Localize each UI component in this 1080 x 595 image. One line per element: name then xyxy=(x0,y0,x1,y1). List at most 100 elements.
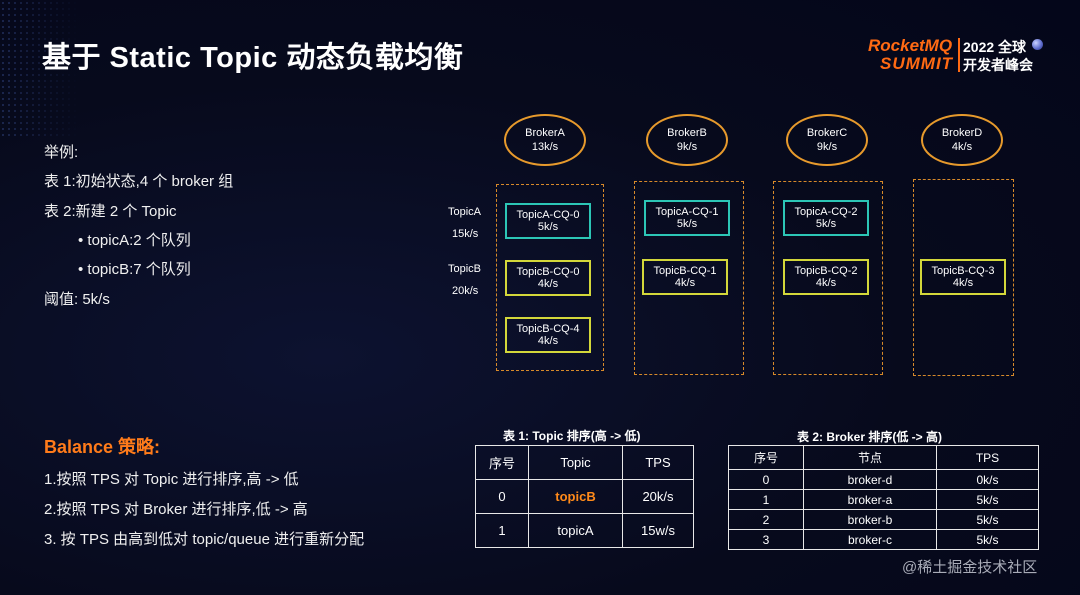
logo-separator xyxy=(958,38,960,72)
table-row: 2 broker-b 5k/s xyxy=(728,509,1039,530)
topic-label-name: TopicB xyxy=(448,263,482,275)
table-cell: 0k/s xyxy=(936,469,1039,490)
watermark-text: @稀土掘金技术社区 xyxy=(902,559,1038,576)
broker-node: BrokerD 4k/s xyxy=(921,114,1003,166)
table-cell: 5k/s xyxy=(936,529,1039,550)
broker-name: BrokerD xyxy=(941,127,983,139)
table-header-row: 序号 节点 TPS xyxy=(728,445,1039,470)
queue-name: TopicA-CQ-0 xyxy=(516,209,580,221)
example-bullet: • topicA:2 个队列 xyxy=(78,232,191,249)
topic-label-name: TopicA xyxy=(448,206,482,218)
table-cell: 5k/s xyxy=(936,489,1039,510)
table-cell: 1 xyxy=(728,489,804,510)
example-line: 表 1:初始状态,4 个 broker 组 xyxy=(44,173,234,190)
table-header-cell: 序号 xyxy=(475,445,529,480)
broker-tps: 4k/s xyxy=(951,141,973,153)
queue-tps: 5k/s xyxy=(537,221,559,233)
table-row: 1 topicA 15w/s xyxy=(475,513,694,548)
queue-tps: 4k/s xyxy=(952,277,974,289)
queue-name: TopicB-CQ-4 xyxy=(516,323,580,335)
queue-topicB: TopicB-CQ-3 4k/s xyxy=(920,259,1006,295)
example-line: 表 2:新建 2 个 Topic xyxy=(44,203,177,220)
queue-topicB: TopicB-CQ-4 4k/s xyxy=(505,317,591,353)
example-heading: 举例: xyxy=(44,144,79,161)
broker-node: BrokerB 9k/s xyxy=(646,114,728,166)
table-header-cell: 节点 xyxy=(803,445,937,470)
broker-name: BrokerB xyxy=(667,127,707,139)
queue-topicB: TopicB-CQ-0 4k/s xyxy=(505,260,591,296)
broker-tps: 9k/s xyxy=(816,141,838,153)
balance-step: 1.按照 TPS 对 Topic 进行排序,高 -> 低 xyxy=(44,471,299,488)
page-title: 基于 Static Topic 动态负载均衡 xyxy=(42,42,464,74)
queue-name: TopicB-CQ-1 xyxy=(653,265,717,277)
table-cell: 20k/s xyxy=(622,479,694,514)
table-row: 0 broker-d 0k/s xyxy=(728,469,1039,490)
queue-name: TopicB-CQ-2 xyxy=(794,265,858,277)
balance-step: 3. 按 TPS 由高到低对 topic/queue 进行重新分配 xyxy=(44,531,365,548)
table-header-cell: 序号 xyxy=(728,445,804,470)
broker-queue-container xyxy=(913,179,1014,376)
balance-title: Balance 策略: xyxy=(44,437,161,457)
broker-sort-table: 序号 节点 TPS 0 broker-d 0k/s 1 broker-a 5k/… xyxy=(728,445,1039,550)
example-bullet: • topicB:7 个队列 xyxy=(78,261,191,278)
table-cell-highlight: topicB xyxy=(528,479,623,514)
topic-label-tps: 20k/s xyxy=(452,285,479,297)
queue-tps: 5k/s xyxy=(815,218,837,230)
example-line: 阈值: 5k/s xyxy=(44,291,110,308)
queue-tps: 5k/s xyxy=(676,218,698,230)
queue-tps: 4k/s xyxy=(815,277,837,289)
topic-sort-table: 序号 Topic TPS 0 topicB 20k/s 1 topicA 15w… xyxy=(475,445,694,548)
queue-name: TopicA-CQ-1 xyxy=(655,206,719,218)
logo-event-line2: 开发者峰会 xyxy=(963,57,1033,73)
table-header-row: 序号 Topic TPS xyxy=(475,445,694,480)
table-cell: 0 xyxy=(475,479,529,514)
broker-queue-container xyxy=(773,181,883,375)
rocketmq-summit-logo: RocketMQ SUMMIT 2022 全球 开发者峰会 xyxy=(868,36,1053,76)
table-cell: broker-c xyxy=(803,529,937,550)
table-row: 3 broker-c 5k/s xyxy=(728,529,1039,550)
broker-tps: 13k/s xyxy=(531,141,559,153)
broker-tps: 9k/s xyxy=(676,141,698,153)
logo-event-line1: 2022 全球 xyxy=(963,39,1027,55)
decorative-dot-grid xyxy=(0,0,80,140)
queue-topicA: TopicA-CQ-2 5k/s xyxy=(783,200,869,236)
table-cell: 15w/s xyxy=(622,513,694,548)
queue-tps: 4k/s xyxy=(537,278,559,290)
table-header-cell: TPS xyxy=(936,445,1039,470)
table-cell: broker-a xyxy=(803,489,937,510)
table-cell: 3 xyxy=(728,529,804,550)
table-row: 0 topicB 20k/s xyxy=(475,479,694,514)
queue-tps: 4k/s xyxy=(537,335,559,347)
broker-queue-container xyxy=(634,181,744,375)
queue-name: TopicA-CQ-2 xyxy=(794,206,858,218)
table2-caption: 表 2: Broker 排序(低 -> 高) xyxy=(797,430,943,444)
logo-brand-line2: SUMMIT xyxy=(880,54,954,73)
table1-caption: 表 1: Topic 排序(高 -> 低) xyxy=(503,429,641,443)
broker-name: BrokerA xyxy=(525,127,565,139)
queue-name: TopicB-CQ-0 xyxy=(516,266,580,278)
queue-name: TopicB-CQ-3 xyxy=(931,265,995,277)
queue-topicB: TopicB-CQ-1 4k/s xyxy=(642,259,728,295)
queue-topicB: TopicB-CQ-2 4k/s xyxy=(783,259,869,295)
broker-node: BrokerC 9k/s xyxy=(786,114,868,166)
table-header-cell: TPS xyxy=(622,445,694,480)
table-cell: broker-b xyxy=(803,509,937,530)
queue-topicA: TopicA-CQ-0 5k/s xyxy=(505,203,591,239)
logo-brand-line1: RocketMQ xyxy=(868,36,953,55)
broker-queue-container xyxy=(496,184,604,371)
table-header-cell: Topic xyxy=(528,445,623,480)
balance-step: 2.按照 TPS 对 Broker 进行排序,低 -> 高 xyxy=(44,501,308,518)
table-row: 1 broker-a 5k/s xyxy=(728,489,1039,510)
planet-icon xyxy=(1032,39,1043,50)
broker-name: BrokerC xyxy=(806,127,848,139)
table-cell: 5k/s xyxy=(936,509,1039,530)
queue-tps: 4k/s xyxy=(674,277,696,289)
broker-node: BrokerA 13k/s xyxy=(504,114,586,166)
table-cell: 1 xyxy=(475,513,529,548)
table-cell: broker-d xyxy=(803,469,937,490)
topic-label-tps: 15k/s xyxy=(452,228,479,240)
table-cell: 0 xyxy=(728,469,804,490)
table-cell: topicA xyxy=(528,513,623,548)
queue-topicA: TopicA-CQ-1 5k/s xyxy=(644,200,730,236)
table-cell: 2 xyxy=(728,509,804,530)
